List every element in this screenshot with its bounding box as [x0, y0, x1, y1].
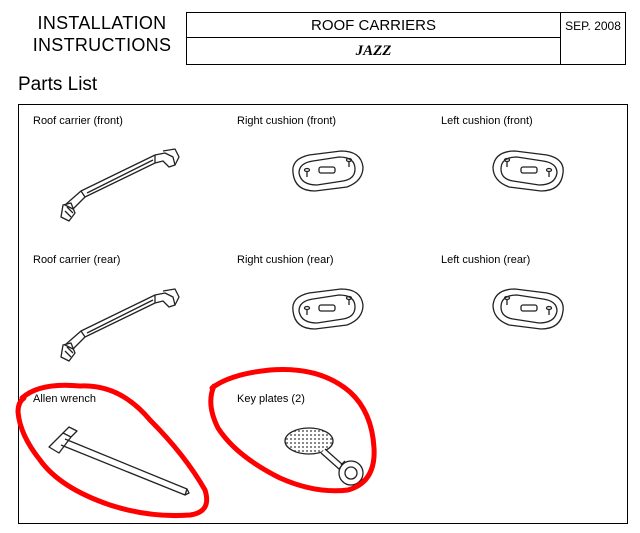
roof-carrier-icon [60, 288, 180, 362]
part-label-allen-wrench: Allen wrench [33, 393, 96, 405]
title-line-1: INSTALLATION [37, 13, 167, 33]
product-name: ROOF CARRIERS [187, 13, 561, 38]
issue-date: SEP. 2008 [565, 18, 621, 33]
header-table: ROOF CARRIERS JAZZ SEP. 2008 [186, 12, 626, 65]
part-label-roof-carrier-rear: Roof carrier (rear) [33, 254, 121, 266]
part-label-left-cushion-front: Left cushion (front) [441, 115, 533, 127]
cushion-icon [292, 288, 364, 330]
allen-wrench-icon [48, 426, 190, 496]
part-label-right-cushion-rear: Right cushion (rear) [237, 254, 334, 266]
part-label-roof-carrier-front: Roof carrier (front) [33, 115, 123, 127]
roof-carrier-icon [60, 148, 180, 222]
model-name: JAZZ [187, 38, 561, 64]
parts-list-box: Roof carrier (front) Right cushion (fron… [18, 104, 628, 524]
part-label-right-cushion-front: Right cushion (front) [237, 115, 337, 127]
cushion-icon [292, 150, 364, 192]
cushion-icon [492, 288, 564, 330]
key-plate-icon [284, 427, 364, 486]
cushion-icon [492, 150, 564, 192]
part-label-left-cushion-rear: Left cushion (rear) [441, 254, 531, 266]
document-type-heading: INSTALLATION INSTRUCTIONS [18, 12, 186, 64]
part-label-key-plates: Key plates (2) [237, 393, 305, 405]
section-title: Parts List [18, 74, 98, 95]
title-line-2: INSTRUCTIONS [32, 35, 172, 55]
